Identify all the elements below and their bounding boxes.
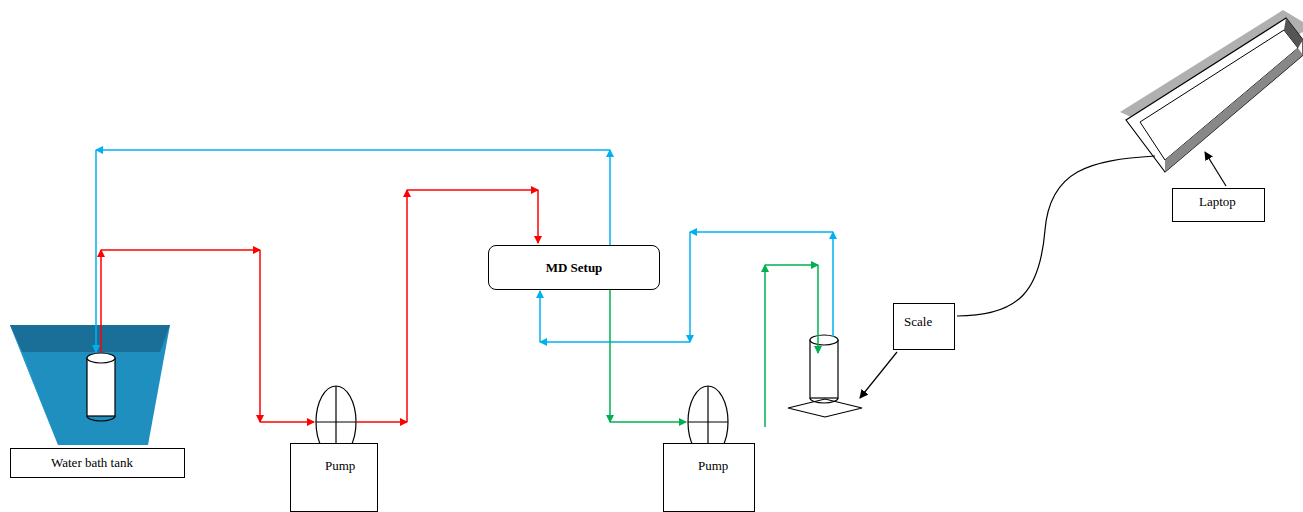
leader-arrow [1205, 152, 1226, 186]
flow-line [259, 250, 261, 422]
flow-line [610, 421, 686, 423]
water-bath-tank [10, 325, 170, 445]
flow-line [101, 249, 260, 251]
node-text: Laptop [1199, 194, 1264, 210]
process-box: MD Setup [488, 245, 660, 290]
equipment-label: Scale [893, 303, 955, 350]
flow-line [817, 265, 819, 353]
node-text: Pump [325, 458, 377, 474]
flow-line [609, 150, 611, 245]
node-text: Water bath tank [51, 455, 184, 471]
data-cable [957, 156, 1155, 316]
flow-line [832, 232, 834, 337]
scale-with-cylinder [788, 335, 862, 417]
flow-line [100, 250, 102, 353]
node-text: Pump [698, 458, 754, 474]
flow-line [356, 421, 407, 423]
flow-line [407, 189, 538, 191]
flow-line [406, 190, 408, 422]
flow-line [690, 231, 833, 233]
flow-line [537, 190, 539, 243]
flow-line [260, 421, 314, 423]
flow-line [764, 265, 766, 427]
node-text: Scale [904, 314, 954, 330]
laptop-illustration [1120, 10, 1303, 172]
flow-line [765, 264, 818, 266]
flow-line [689, 232, 691, 342]
flow-line [540, 341, 690, 343]
equipment-label: Laptop [1172, 188, 1265, 222]
equipment-label: Pump [663, 443, 755, 512]
node-text: MD Setup [546, 260, 603, 276]
leader-arrow [860, 352, 897, 398]
equipment-label: Pump [290, 443, 378, 512]
flow-line [539, 291, 541, 342]
equipment-label: Water bath tank [10, 448, 185, 478]
flow-line [609, 290, 611, 422]
flow-line [96, 149, 610, 151]
flow-line [95, 150, 97, 352]
